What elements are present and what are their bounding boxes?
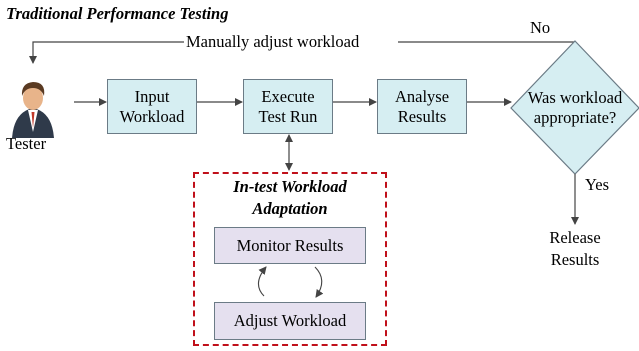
execute-line2: Test Run [258,106,318,126]
cycle-arrow-up [257,266,267,297]
adjust-workload-box: Adjust Workload [214,302,366,340]
diagram-title: Traditional Performance Testing [6,4,229,23]
tester-label: Tester [6,134,47,153]
cycle-arrow-down [314,266,324,298]
analyse-line2: Results [397,106,447,126]
adaptation-dashed-box [193,172,387,346]
adaptation-title-line1: In-test Workload [233,177,347,196]
yes-label: Yes [585,175,610,194]
decision-line2: appropriate? [533,108,617,127]
release-line1: Release [549,228,601,247]
input-line1: Input [134,86,170,106]
feedback-label: Manually adjust workload [184,32,362,52]
monitor-results-box: Monitor Results [214,227,366,264]
decision-line1: Was workload [527,88,623,107]
release-line2: Results [550,250,600,269]
analyse-line1: Analyse [394,86,450,106]
input-line2: Workload [119,106,185,126]
no-label: No [530,18,551,37]
execute-line1: Execute [261,86,315,106]
release-results: Release Results [540,227,610,271]
adaptation-title-line2: Adaptation [252,199,328,218]
person-icon [12,82,54,138]
adaptation-title: In-test Workload Adaptation [193,176,387,220]
feedback-arrow-left [29,41,184,64]
